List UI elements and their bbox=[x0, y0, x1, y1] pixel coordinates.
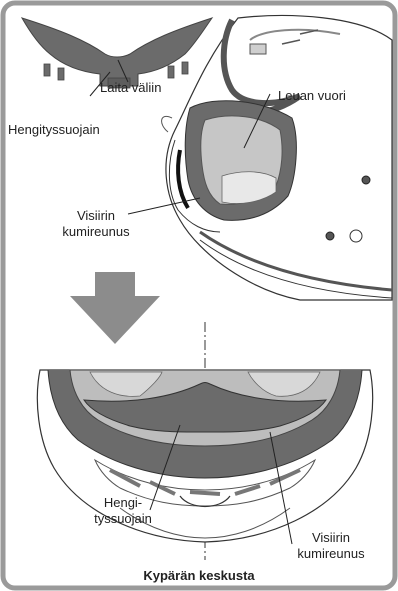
label-hengi-line1: Hengi- bbox=[78, 495, 168, 511]
label-visiirin-top-line1: Visiirin bbox=[52, 208, 140, 224]
label-visiirin-bottom: Visiirin kumireunus bbox=[286, 530, 376, 562]
label-visiirin-bottom-line2: kumireunus bbox=[286, 546, 376, 562]
label-visiirin-bottom-line1: Visiirin bbox=[286, 530, 376, 546]
label-hengityssuojain-bottom: Hengi- tyssuojain bbox=[78, 495, 168, 527]
caption-helmet-center: Kypärän keskusta bbox=[0, 568, 398, 584]
label-laita-valiin: Laita väliin bbox=[100, 80, 161, 96]
label-visiirin-top: Visiirin kumireunus bbox=[52, 208, 140, 240]
label-visiirin-top-line2: kumireunus bbox=[52, 224, 140, 240]
label-leuan-vuori: Leuan vuori bbox=[278, 88, 346, 104]
label-hengi-line2: tyssuojain bbox=[78, 511, 168, 527]
label-hengityssuojain-top: Hengityssuojain bbox=[8, 122, 100, 138]
